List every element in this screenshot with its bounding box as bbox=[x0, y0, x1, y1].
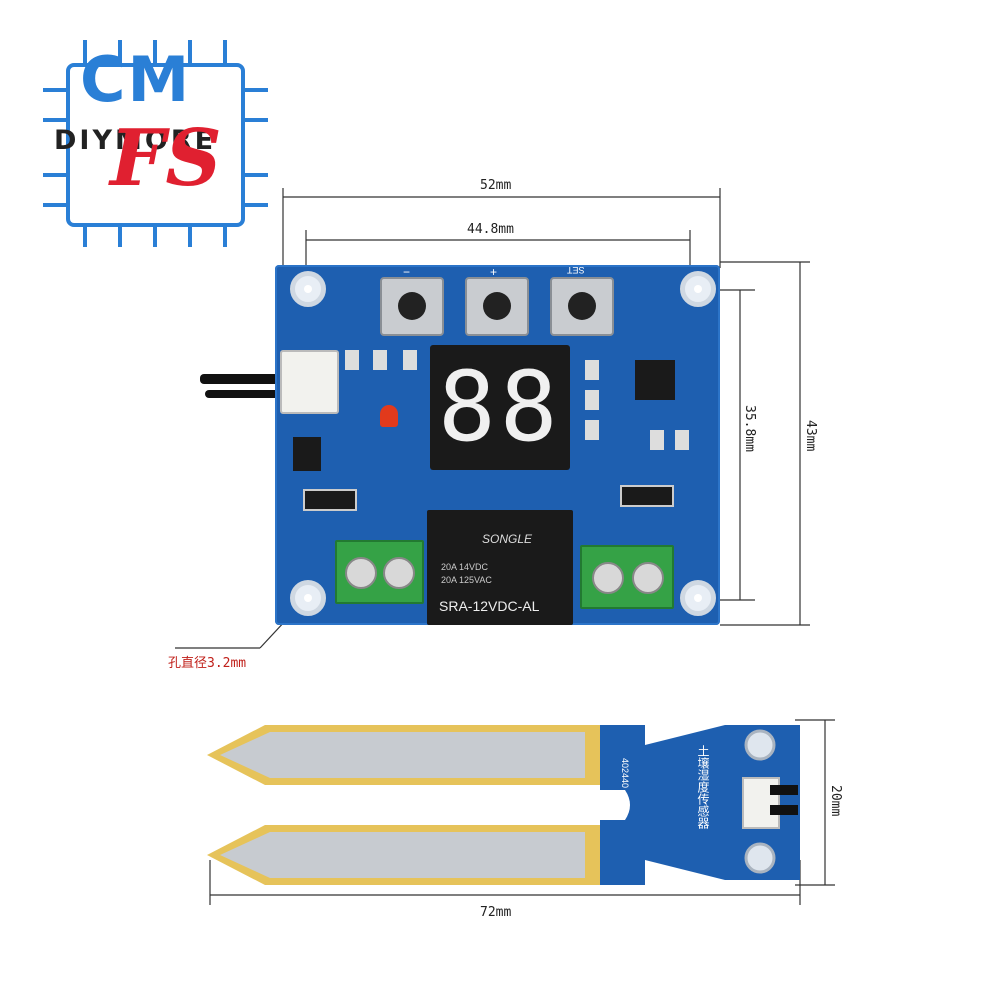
mounting-hole bbox=[290, 271, 326, 307]
logo-mark: FS bbox=[110, 113, 222, 204]
terminal-block-right bbox=[580, 545, 674, 609]
terminal-block-left bbox=[335, 540, 424, 604]
diymore-logo: CM DIYMORE FS bbox=[40, 35, 280, 250]
smd-component bbox=[585, 360, 599, 380]
relay: SONGLE 20A 14VDC 20A 125VAC SRA-12VDC-AL bbox=[427, 510, 573, 625]
plus-button[interactable] bbox=[465, 277, 529, 336]
diode bbox=[620, 485, 674, 507]
set-button[interactable] bbox=[550, 277, 614, 336]
probe-length-label: 72mm bbox=[480, 905, 512, 920]
board-height-label: 43mm bbox=[803, 420, 818, 452]
probe-code: 402440 bbox=[620, 758, 630, 789]
mounting-hole bbox=[290, 580, 326, 616]
relay-brand: SONGLE bbox=[482, 532, 533, 546]
probe-width-label: 20mm bbox=[828, 785, 843, 817]
smd-component bbox=[403, 350, 417, 370]
set-button-label: SET bbox=[567, 265, 585, 275]
hole-diameter-label: 孔直径3.2mm bbox=[168, 656, 247, 671]
probe-label: 土壤湿度传感器 bbox=[696, 745, 710, 829]
smd-component bbox=[675, 430, 689, 450]
hole-spacing-y-label: 35.8mm bbox=[742, 405, 757, 452]
diode bbox=[303, 489, 357, 511]
chip bbox=[293, 437, 321, 471]
relay-rating-1: 20A 14VDC bbox=[441, 562, 489, 572]
relay-model: SRA-12VDC-AL bbox=[439, 598, 540, 614]
controller-board: − + SET 88 SONGLE 20A 14VDC 20A 125VAC S… bbox=[275, 265, 720, 625]
smd-component bbox=[345, 350, 359, 370]
soil-moisture-probe: 土壤湿度传感器 402440 bbox=[205, 720, 800, 885]
logo-brand: DIYMORE bbox=[54, 125, 217, 156]
board-width-label: 52mm bbox=[480, 178, 512, 193]
minus-button-label: − bbox=[403, 265, 411, 279]
mounting-hole bbox=[680, 271, 716, 307]
relay-rating-2: 20A 125VAC bbox=[441, 575, 492, 585]
minus-button[interactable] bbox=[380, 277, 444, 336]
hole-spacing-x-label: 44.8mm bbox=[467, 222, 514, 237]
smd-component bbox=[585, 390, 599, 410]
seven-segment-display: 88 bbox=[430, 345, 570, 470]
display-digits: 88 bbox=[438, 351, 562, 463]
logo-top-letters: CM bbox=[80, 43, 192, 116]
sensor-cable bbox=[200, 374, 300, 384]
smd-component bbox=[585, 420, 599, 440]
voltage-regulator bbox=[635, 360, 675, 400]
smd-component bbox=[650, 430, 664, 450]
smd-component bbox=[373, 350, 387, 370]
plus-button-label: + bbox=[490, 265, 498, 279]
status-led bbox=[380, 405, 398, 427]
sensor-connector bbox=[280, 350, 339, 414]
mounting-hole bbox=[680, 580, 716, 616]
sensor-cable-2 bbox=[205, 390, 300, 398]
